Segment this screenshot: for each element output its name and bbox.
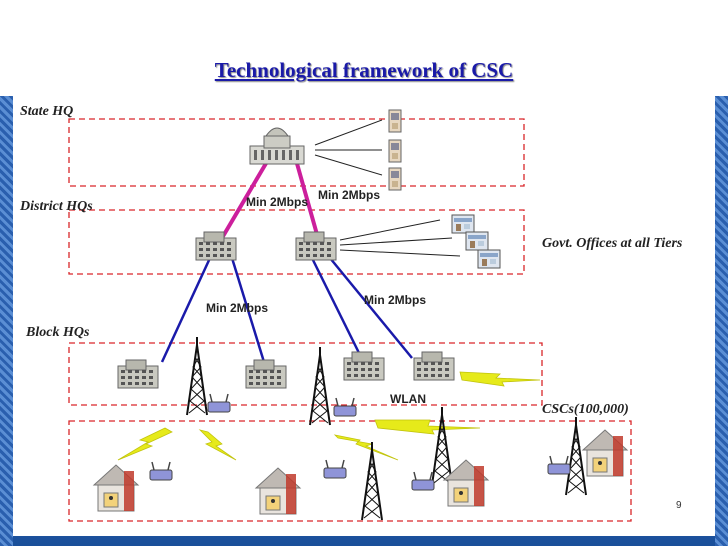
csc-kiosk-icon — [443, 459, 489, 507]
district-link-4 — [329, 257, 413, 359]
district-link-right-speed: Min 2Mbps — [364, 293, 426, 307]
state-phone-icon — [388, 167, 402, 191]
access-point-icon — [547, 455, 571, 475]
tower-icon — [186, 336, 208, 416]
state-tier-band — [68, 118, 525, 187]
block-tier-band — [68, 342, 543, 406]
slide-title: Technological framework of CSC — [214, 58, 514, 82]
access-point-icon — [207, 393, 231, 413]
state-link-left-speed: Min 2Mbps — [246, 195, 308, 209]
district-hq-label: District HQs — [20, 199, 93, 214]
block-hq-icon — [117, 359, 159, 389]
govt-offices-label: Govt. Offices at all Tiers — [542, 236, 683, 251]
block-hq-icon — [343, 351, 385, 381]
state-phone-icon — [388, 139, 402, 163]
access-point-icon — [323, 459, 347, 479]
district-hq-icon — [295, 231, 337, 261]
state-hq-label: State HQ — [20, 104, 74, 119]
page-number: 9 — [676, 500, 682, 511]
tower-icon — [431, 406, 453, 486]
access-point-icon — [411, 471, 435, 491]
state-link-right — [294, 159, 320, 239]
block-hq-label: Block HQs — [26, 325, 90, 340]
csc-tier-band — [68, 420, 632, 522]
access-point-icon — [333, 397, 357, 417]
district-link-3 — [310, 257, 362, 356]
state-phone-icon — [388, 109, 402, 133]
govt-office-icon — [465, 231, 489, 251]
block-hq-icon — [413, 351, 455, 381]
district-link-left-speed: Min 2Mbps — [206, 301, 268, 315]
csc-kiosk-icon — [93, 464, 139, 512]
state-link-left — [220, 158, 270, 240]
right-border — [715, 96, 728, 546]
left-border — [0, 96, 13, 546]
csc-kiosk-icon — [582, 429, 628, 477]
district-link-2 — [230, 257, 266, 363]
tower-icon — [565, 416, 587, 496]
block-hq-icon — [245, 359, 287, 389]
govt-office-icon — [477, 249, 501, 269]
govt-office-icon — [451, 214, 475, 234]
state-hq-icon — [249, 127, 305, 165]
wlan-label: WLAN — [390, 392, 426, 406]
cscs-label: CSCs(100,000) — [542, 402, 629, 417]
wireless-links — [117, 371, 541, 461]
district-tier-band — [68, 209, 525, 275]
tower-icon — [361, 441, 383, 521]
state-link-right-speed: Min 2Mbps — [318, 188, 380, 202]
csc-kiosk-icon — [255, 467, 301, 515]
district-link-1 — [160, 257, 212, 363]
tower-icon — [309, 346, 331, 426]
district-hq-icon — [195, 231, 237, 261]
access-point-icon — [149, 461, 173, 481]
